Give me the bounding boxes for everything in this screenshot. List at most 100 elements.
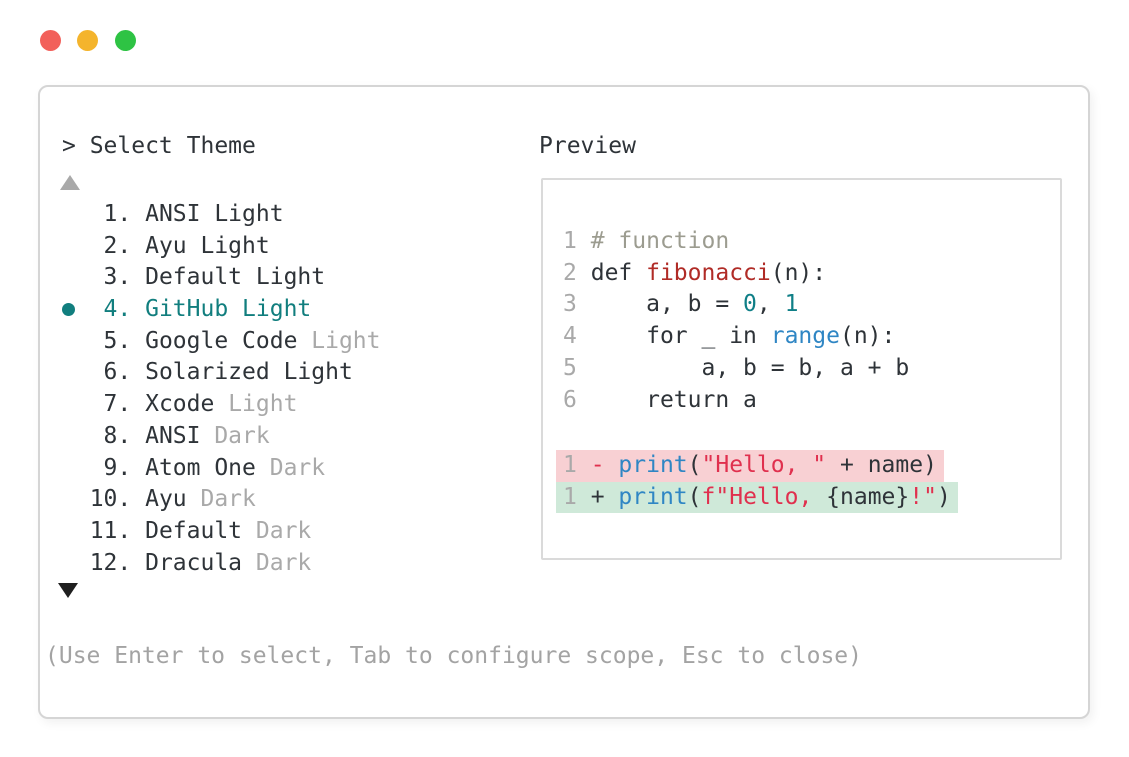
code-line-5: 5 a, b = b, a + b bbox=[563, 353, 909, 385]
theme-list: 1. ANSI Light 2. Ayu Light 3. Default Li… bbox=[62, 199, 381, 579]
line-number: 5 bbox=[563, 354, 577, 381]
item-marker bbox=[62, 201, 90, 227]
theme-item-1[interactable]: 1. ANSI Light bbox=[62, 199, 381, 231]
code-token: def bbox=[590, 259, 647, 286]
theme-item-4[interactable]: 4. GitHub Light bbox=[62, 294, 381, 326]
item-number: 11. bbox=[89, 517, 146, 544]
zoom-button[interactable] bbox=[115, 30, 136, 51]
code-line-2: 2 def fibonacci(n): bbox=[563, 258, 909, 290]
code-token: ( bbox=[687, 483, 702, 510]
scroll-down-icon[interactable] bbox=[58, 583, 78, 598]
code-line-6: 6 return a bbox=[563, 385, 909, 417]
theme-item-8[interactable]: 8. ANSI Dark bbox=[62, 421, 381, 453]
line-number: 2 bbox=[563, 259, 577, 286]
code-token: print bbox=[618, 452, 688, 478]
theme-item-7[interactable]: 7. Xcode Light bbox=[62, 389, 381, 421]
item-number: 5. bbox=[89, 327, 146, 354]
code-token: return a bbox=[590, 386, 757, 413]
line-number: 4 bbox=[563, 323, 577, 350]
minimize-button[interactable] bbox=[77, 30, 98, 51]
item-name: Ayu Light bbox=[145, 232, 270, 259]
preview-diffs: 1 - print("Hello, " + name)1 + print(f"H… bbox=[556, 450, 958, 514]
code-token: fibonacci bbox=[646, 259, 771, 286]
item-marker bbox=[62, 233, 90, 259]
code-token: - bbox=[590, 452, 619, 478]
theme-item-2[interactable]: 2. Ayu Light bbox=[62, 231, 381, 263]
code-token: # function bbox=[590, 228, 730, 254]
item-name: Atom One bbox=[145, 454, 256, 481]
line-number: 1 bbox=[563, 483, 577, 510]
theme-picker-panel: > Select Theme Preview 1. ANSI Light 2. … bbox=[38, 85, 1090, 719]
item-name: Google Code bbox=[145, 327, 298, 354]
code-token: print bbox=[618, 483, 688, 510]
line-number: 1 bbox=[563, 452, 577, 478]
item-name: Default Light bbox=[145, 264, 326, 291]
code-token: a, b = bbox=[590, 291, 744, 318]
line-number: 6 bbox=[563, 386, 577, 413]
selected-bullet-icon bbox=[62, 303, 75, 317]
code-token: 1 bbox=[784, 291, 799, 318]
item-number: 9. bbox=[89, 454, 146, 481]
item-marker bbox=[62, 486, 90, 512]
item-name: Dracula bbox=[145, 549, 243, 576]
code-token: + name) bbox=[826, 452, 937, 478]
diff-line-highlight: 1 + print(f"Hello, {name}!") bbox=[556, 481, 958, 514]
item-marker bbox=[62, 391, 90, 417]
item-suffix: Dark bbox=[242, 517, 312, 544]
item-marker bbox=[62, 423, 90, 449]
item-marker bbox=[62, 455, 90, 481]
code-token: "Hello, " bbox=[701, 452, 827, 478]
help-text: (Use Enter to select, Tab to configure s… bbox=[45, 643, 862, 669]
code-token: !" bbox=[909, 483, 937, 510]
item-suffix: Dark bbox=[200, 422, 270, 449]
code-token: (n): bbox=[770, 259, 827, 286]
theme-item-6[interactable]: 6. Solarized Light bbox=[62, 357, 381, 389]
scroll-up-icon[interactable] bbox=[60, 175, 80, 190]
close-button[interactable] bbox=[40, 30, 61, 51]
diff-line-added: 1 + print(f"Hello, {name}!") bbox=[556, 481, 958, 514]
item-number: 8. bbox=[89, 422, 146, 449]
item-marker bbox=[62, 518, 90, 544]
theme-item-10[interactable]: 10. Ayu Dark bbox=[62, 484, 381, 516]
theme-item-9[interactable]: 9. Atom One Dark bbox=[62, 453, 381, 485]
line-number: 3 bbox=[563, 291, 577, 318]
item-name: GitHub Light bbox=[145, 296, 312, 323]
diff-line-highlight: 1 - print("Hello, " + name) bbox=[556, 450, 944, 482]
code-token: for _ in bbox=[590, 323, 771, 350]
item-number: 2. bbox=[89, 232, 146, 259]
item-suffix: Dark bbox=[242, 549, 312, 576]
item-marker bbox=[62, 550, 90, 576]
code-token: ( bbox=[687, 452, 702, 478]
item-name: ANSI Light bbox=[145, 201, 284, 227]
theme-item-3[interactable]: 3. Default Light bbox=[62, 262, 381, 294]
code-token: 0 bbox=[743, 291, 757, 318]
code-line-1: 1 # function bbox=[563, 226, 909, 258]
code-token: a, b = b, a + b bbox=[590, 354, 910, 381]
code-token: f"Hello, bbox=[701, 483, 827, 510]
select-theme-title: > Select Theme bbox=[62, 133, 256, 159]
item-number: 1. bbox=[89, 201, 146, 227]
item-name: Xcode bbox=[145, 391, 215, 418]
item-name: Solarized Light bbox=[145, 359, 353, 386]
item-name: Default bbox=[145, 517, 243, 544]
item-number: 7. bbox=[89, 391, 146, 418]
code-line-4: 4 for _ in range(n): bbox=[563, 321, 909, 353]
theme-item-12[interactable]: 12. Dracula Dark bbox=[62, 548, 381, 580]
item-number: 6. bbox=[89, 359, 146, 386]
item-suffix: Dark bbox=[255, 454, 326, 481]
item-name: ANSI bbox=[145, 422, 201, 449]
theme-item-11[interactable]: 11. Default Dark bbox=[62, 516, 381, 548]
item-number: 10. bbox=[89, 486, 146, 513]
theme-item-5[interactable]: 5. Google Code Light bbox=[62, 326, 381, 358]
item-marker bbox=[62, 328, 90, 354]
item-number: 12. bbox=[89, 549, 146, 576]
item-number: 3. bbox=[89, 264, 146, 291]
item-number: 4. bbox=[89, 296, 146, 323]
code-token: {name} bbox=[826, 483, 910, 510]
item-suffix: Light bbox=[214, 391, 298, 418]
item-marker bbox=[62, 264, 90, 290]
code-line-3: 3 a, b = 0, 1 bbox=[563, 289, 909, 321]
